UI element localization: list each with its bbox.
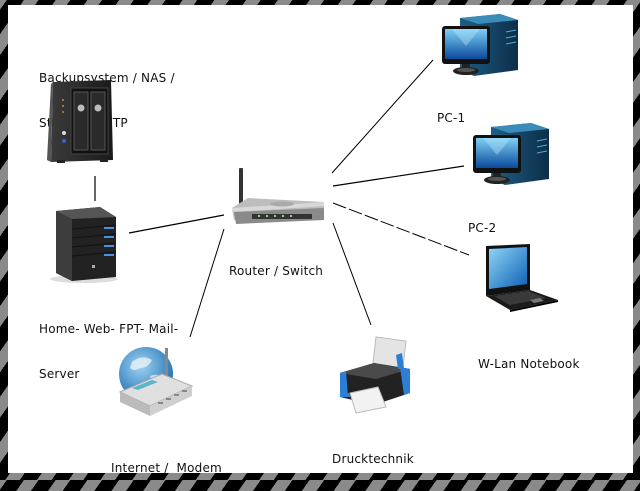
label-line: Router / Switch	[229, 264, 324, 278]
edge-router-printer	[332, 222, 372, 326]
label-line: Home- Web- FPT- Mail-	[39, 322, 179, 336]
node-label-pc1: PC-1	[437, 81, 465, 141]
node-label-server: Home- Web- FPT- Mail- Server	[39, 292, 178, 397]
edge-router-pc1	[331, 59, 434, 174]
node-label-pc2: PC-2	[468, 191, 496, 251]
laptop-icon[interactable]	[480, 244, 560, 312]
node-label-notebook: W-Lan Notebook	[478, 327, 580, 387]
nas-storage-icon[interactable]	[45, 76, 120, 166]
node-label-printer: Drucktechnik	[332, 422, 414, 482]
label-line: Drucktechnik	[332, 452, 414, 466]
internet-modem-icon[interactable]	[112, 344, 202, 419]
label-line: PC-2	[468, 221, 497, 235]
label-line: W-Lan Notebook	[478, 357, 580, 371]
printer-icon[interactable]	[334, 335, 416, 415]
desktop-pc-icon[interactable]	[471, 121, 551, 185]
desktop-pc-icon[interactable]	[440, 12, 520, 76]
label-line: Internet / Modem	[111, 461, 222, 475]
edge-router-pc2	[332, 165, 465, 187]
label-line: Server	[39, 367, 80, 381]
node-label-router: Router / Switch	[229, 234, 323, 294]
connection-lines	[94, 59, 470, 338]
tower-server-icon[interactable]	[42, 203, 122, 283]
node-label-modem: Internet / Modem	[111, 431, 222, 491]
edge-modem-router	[189, 228, 225, 338]
label-line: PC-1	[437, 111, 466, 125]
edge-router-notebook	[332, 202, 470, 256]
router-icon[interactable]	[228, 168, 328, 230]
edge-server-router	[128, 214, 225, 234]
